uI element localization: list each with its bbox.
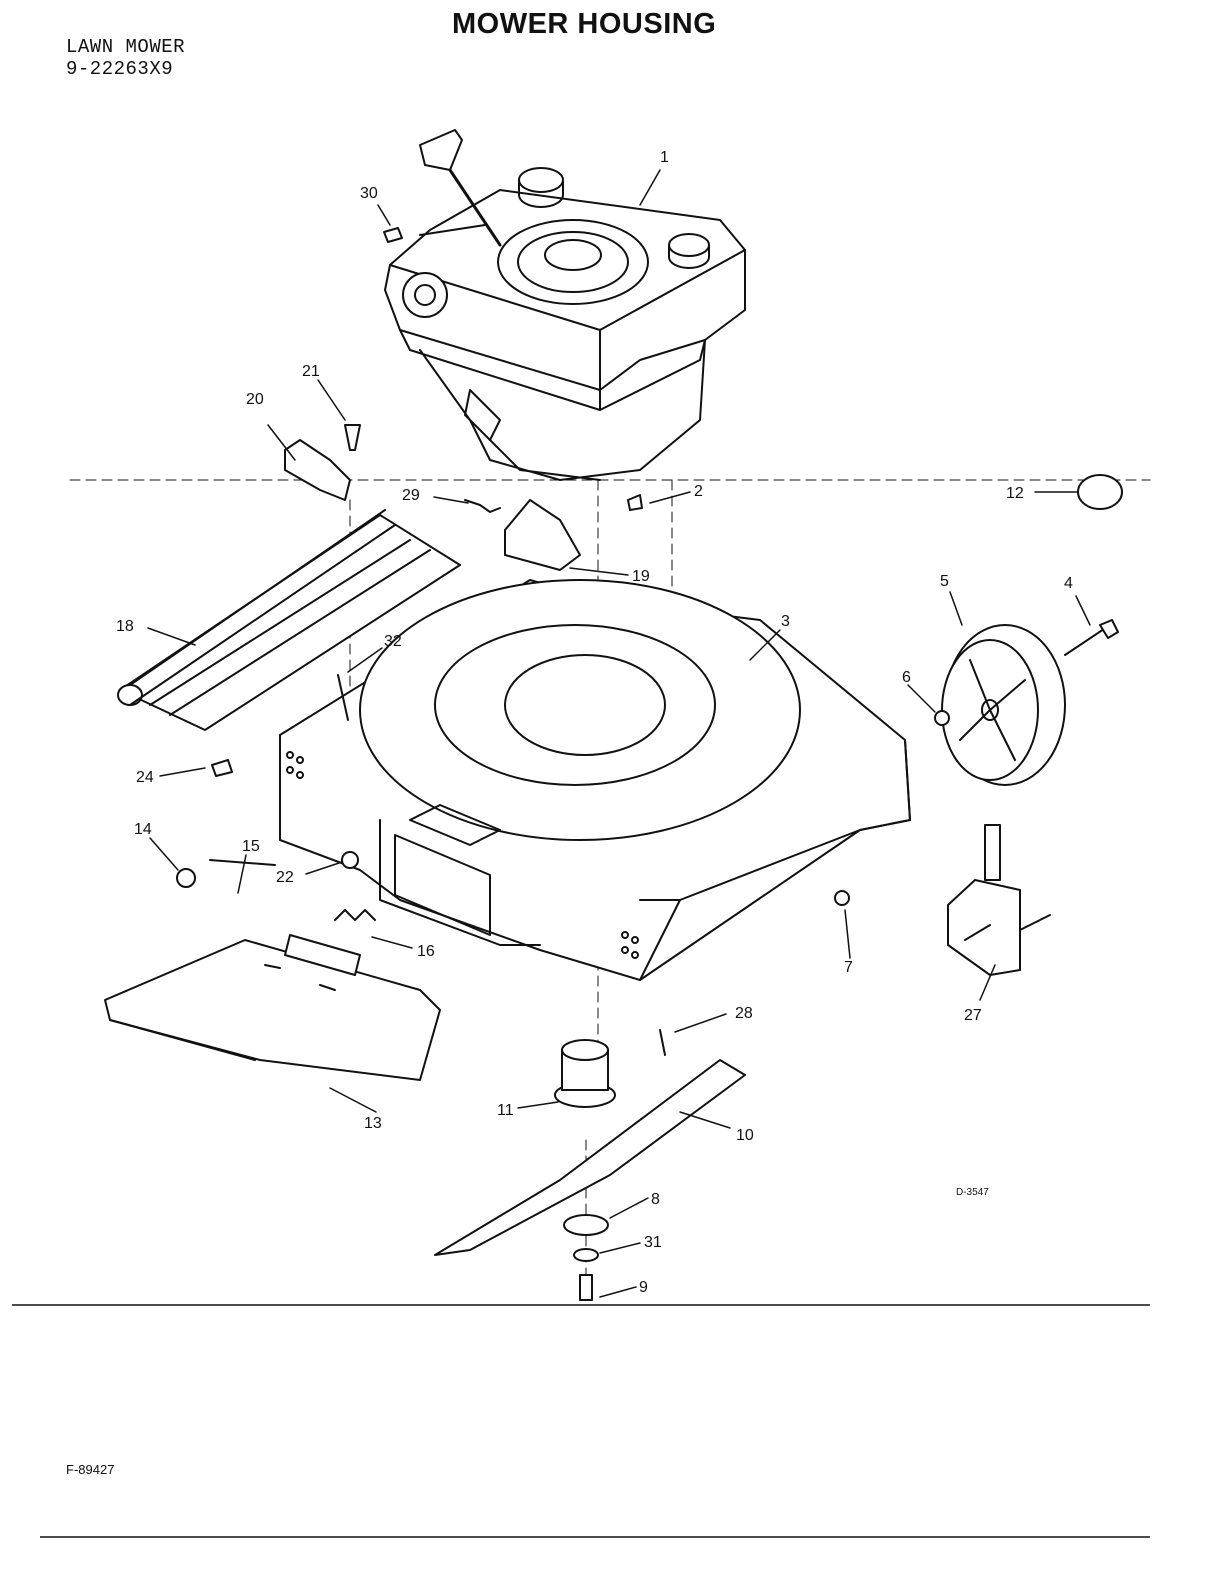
callout-11: 11 xyxy=(497,1102,514,1119)
bolt xyxy=(344,424,361,451)
wheel xyxy=(941,624,1066,786)
model-number: 9-22263X9 xyxy=(66,58,174,80)
callout-10: 10 xyxy=(736,1127,754,1144)
callout-32: 32 xyxy=(384,633,402,650)
callout-12: 12 xyxy=(1006,485,1024,502)
callout-7: 7 xyxy=(844,959,853,976)
callout-15: 15 xyxy=(242,838,260,855)
blade-adapter xyxy=(554,1039,616,1108)
lock-nut xyxy=(341,851,359,869)
hex-nut xyxy=(834,890,850,906)
product-label: LAWN MOWER xyxy=(66,36,186,58)
bracket xyxy=(284,439,351,501)
blade xyxy=(434,1059,746,1256)
callout-22: 22 xyxy=(276,869,294,886)
callout-27: 27 xyxy=(964,1007,982,1024)
washer xyxy=(934,710,950,726)
callout-8: 8 xyxy=(651,1191,660,1208)
callout-29: 29 xyxy=(402,487,420,504)
hinge-bracket xyxy=(504,499,581,571)
clip xyxy=(383,227,403,243)
callout-31: 31 xyxy=(644,1234,662,1251)
engine xyxy=(384,129,746,481)
hub-cap xyxy=(1077,474,1123,510)
callout-numbers: 1 2 3 4 5 6 7 8 9 10 11 12 13 14 15 16 1… xyxy=(116,149,1073,1296)
callout-6: 6 xyxy=(902,669,911,686)
callout-9: 9 xyxy=(639,1279,648,1296)
screw xyxy=(659,1029,666,1056)
rear-guard xyxy=(117,509,461,731)
drawing-code: D-3547 xyxy=(956,1187,989,1198)
figure-code: F-89427 xyxy=(66,1462,115,1477)
lock-washer xyxy=(573,1248,599,1262)
callout-20: 20 xyxy=(246,391,264,408)
cotter-pin xyxy=(337,674,349,721)
callout-4: 4 xyxy=(1064,575,1073,592)
callout-18: 18 xyxy=(116,618,134,635)
callout-21: 21 xyxy=(302,363,320,380)
callout-3: 3 xyxy=(781,613,790,630)
hinge-pin xyxy=(209,859,276,866)
callout-16: 16 xyxy=(417,943,435,960)
callout-28: 28 xyxy=(735,1005,753,1022)
pin-retainer xyxy=(176,868,196,888)
callout-14: 14 xyxy=(134,821,152,838)
door-hinge xyxy=(284,934,361,976)
torsion-spring xyxy=(334,909,376,921)
nut xyxy=(211,759,233,777)
page-title: MOWER HOUSING xyxy=(452,8,717,40)
blade-washer xyxy=(563,1214,609,1236)
callout-24: 24 xyxy=(136,769,154,786)
callout-13: 13 xyxy=(364,1115,382,1132)
plug xyxy=(627,494,643,511)
spring-clip xyxy=(464,499,501,513)
wheel-bolt xyxy=(1064,619,1119,656)
leader-lines xyxy=(147,169,1091,1298)
mower-deck xyxy=(279,579,911,981)
callout-2: 2 xyxy=(694,483,703,500)
rear-door xyxy=(104,939,441,1081)
callout-5: 5 xyxy=(940,573,949,590)
callout-30: 30 xyxy=(360,185,378,202)
callout-19: 19 xyxy=(632,568,650,585)
height-adjuster xyxy=(947,824,1051,976)
blade-bolt xyxy=(579,1274,593,1301)
callout-1: 1 xyxy=(660,149,669,166)
